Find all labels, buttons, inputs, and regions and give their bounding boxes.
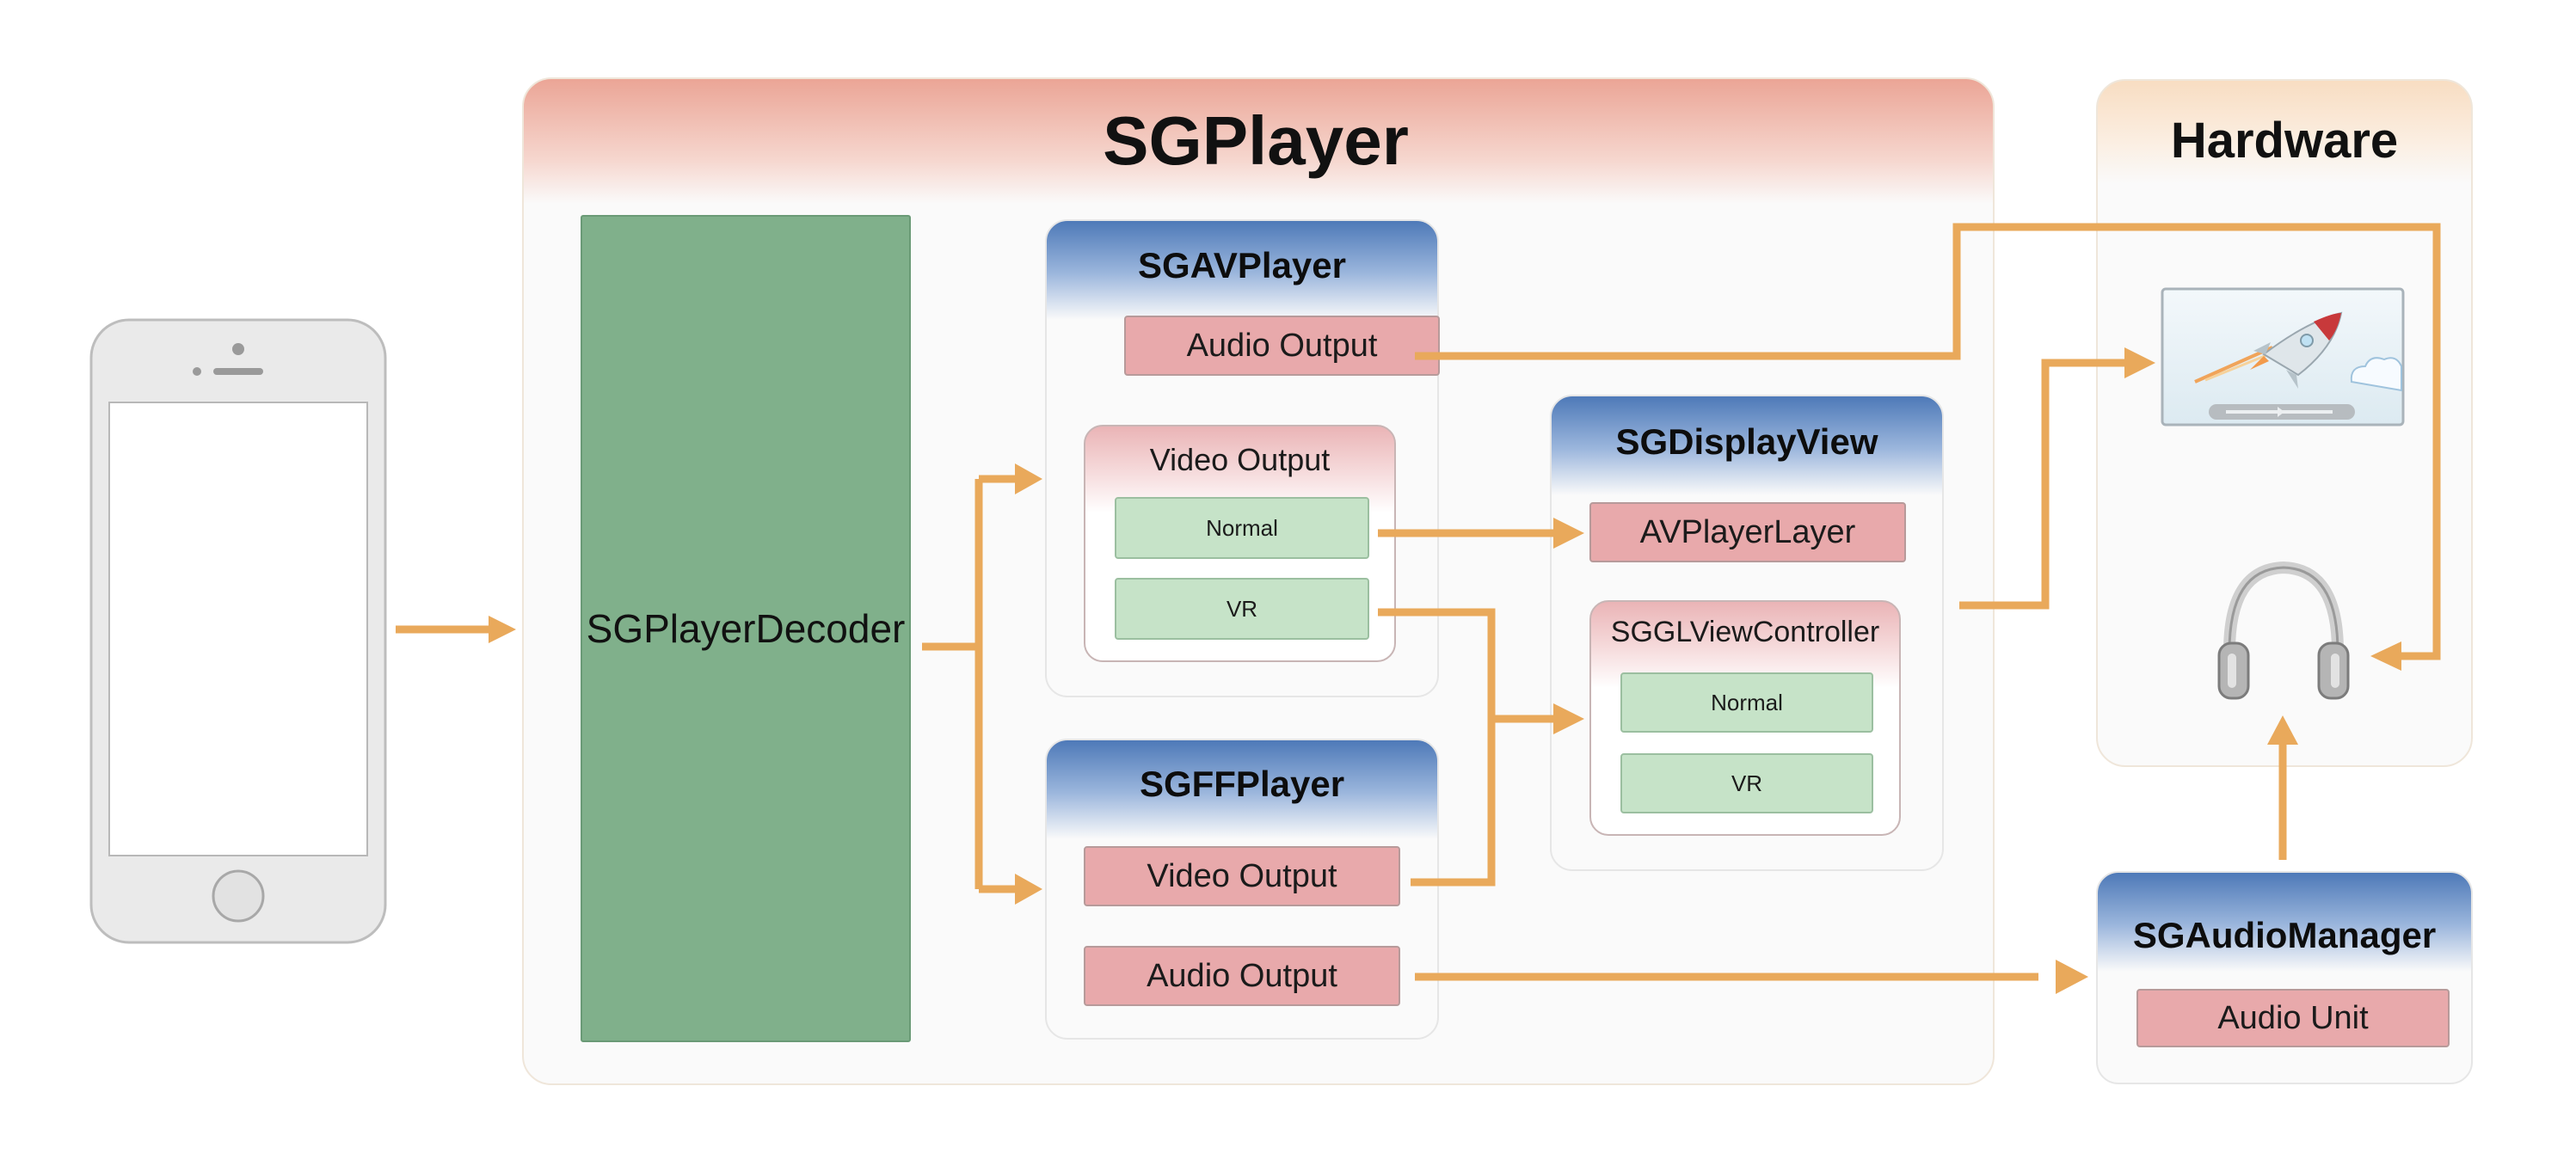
avplayerlayer-box: AVPlayerLayer <box>1589 502 1906 562</box>
arrowhead-audiomanager <box>2056 960 2088 994</box>
iphone-icon <box>89 318 387 944</box>
arrow-vr-to-glvc <box>1378 608 1553 887</box>
arrowhead-screen <box>2124 347 2155 378</box>
sgplayer-decoder: SGPlayerDecoder <box>581 215 911 1042</box>
arrowhead-ffvideo <box>1015 874 1042 905</box>
sgavplayer-audio-output: Audio Output <box>1124 316 1440 376</box>
arrowhead-avvideo <box>1015 463 1042 494</box>
arrow-decoder-branch <box>922 475 1018 893</box>
arrowhead-iphone <box>489 616 516 643</box>
sgavplayer-normal: Normal <box>1115 497 1369 559</box>
audio-unit-box: Audio Unit <box>2136 989 2450 1047</box>
sgffplayer-title: SGFFPlayer <box>1139 764 1345 804</box>
sgplayer-title: SGPlayer <box>1103 102 1409 179</box>
arrow-display-to-screen <box>1959 359 2124 610</box>
arrowhead-glvc <box>1553 703 1584 734</box>
arrowhead-headphones <box>2370 641 2401 671</box>
sgavplayer-video-output-title: Video Output <box>1149 442 1331 477</box>
arrowhead-audiomanager-up <box>2267 715 2298 745</box>
sgglviewcontroller-title: SGGLViewController <box>1610 616 1880 648</box>
sgavplayer-vr: VR <box>1115 578 1369 640</box>
sgavplayer-title: SGAVPlayer <box>1137 245 1346 285</box>
headphones-icon <box>2210 557 2357 703</box>
sgglviewcontroller-vr: VR <box>1620 753 1873 813</box>
sgglviewcontroller-normal: Normal <box>1620 672 1873 733</box>
arrowhead-avplayerlayer <box>1553 518 1584 549</box>
screen-rocket-icon <box>2161 287 2405 427</box>
sgaudiomanager-title: SGAudioManager <box>2132 915 2437 955</box>
sgffplayer-audio-output: Audio Output <box>1084 946 1400 1006</box>
sgffplayer-video-output: Video Output <box>1084 846 1400 906</box>
arrow-avaudio-to-headphones <box>1415 223 2441 660</box>
sgdisplayview-title: SGDisplayView <box>1615 421 1878 462</box>
sgaudiomanager-card <box>2096 871 2473 1084</box>
hardware-title: Hardware <box>2170 113 2399 169</box>
